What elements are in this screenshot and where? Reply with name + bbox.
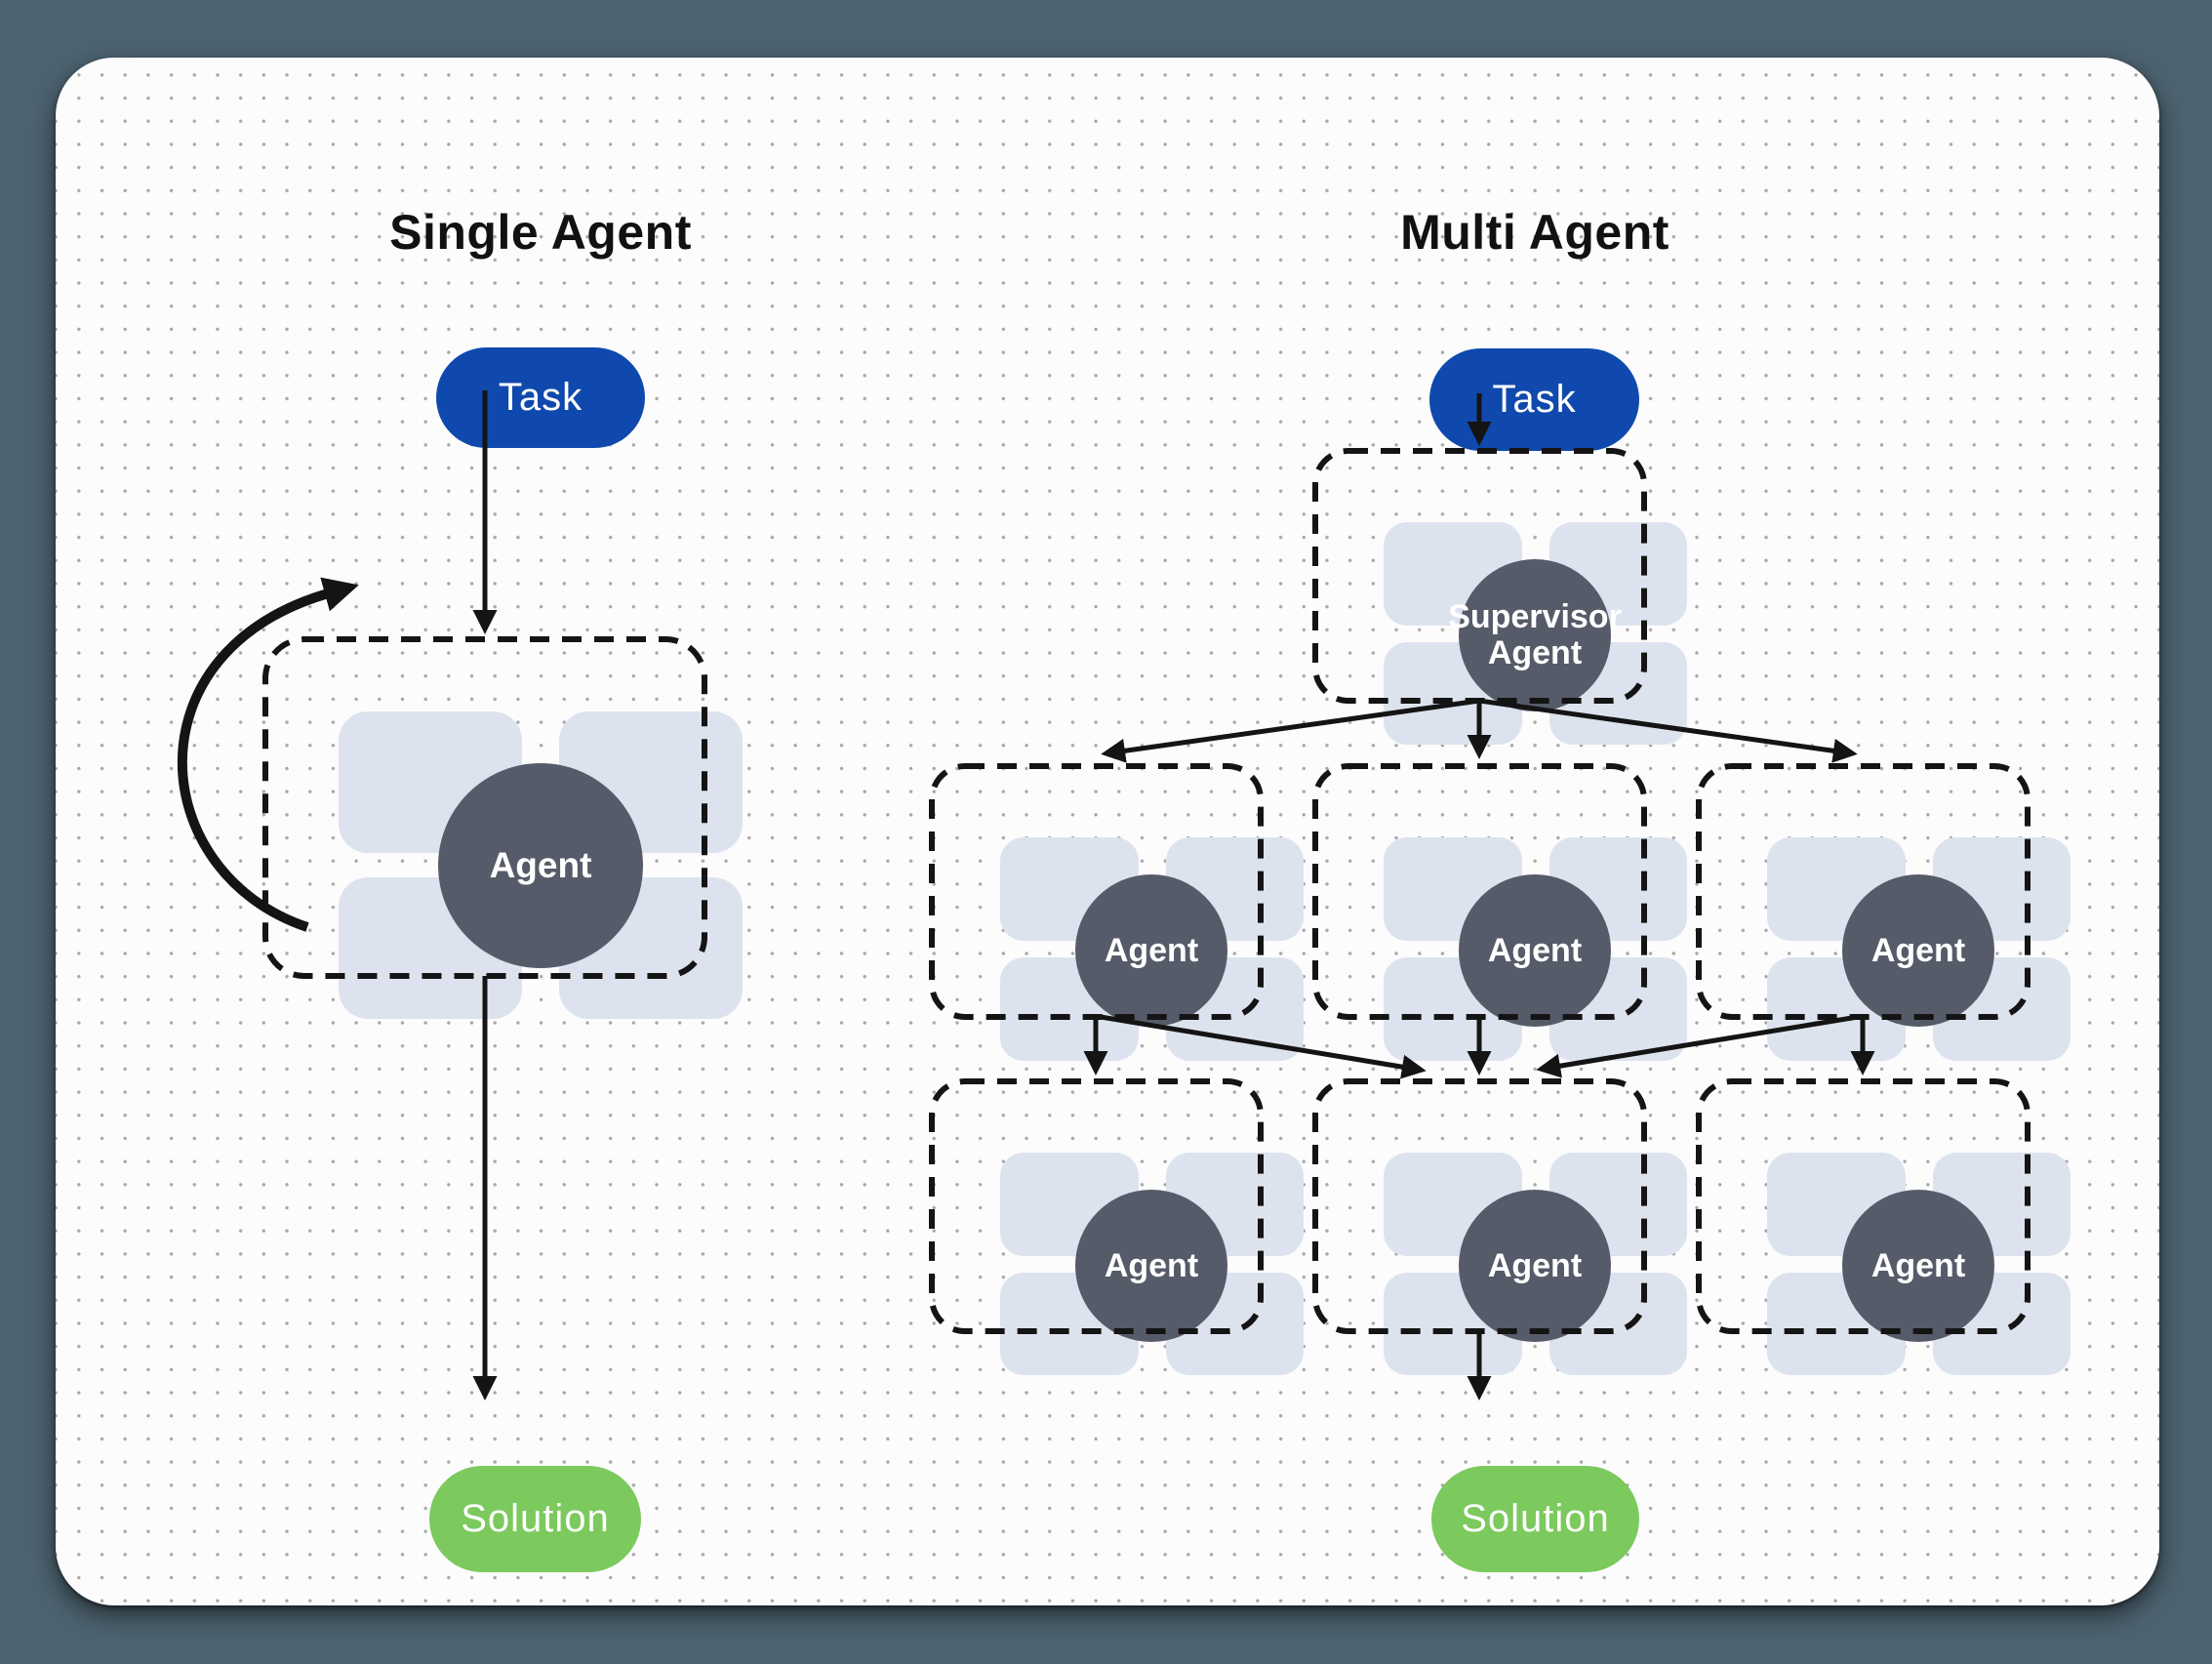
supervisor-agent-circle: Supervisor Agent <box>1448 559 1622 711</box>
single-agent-title: Single Agent <box>389 205 692 260</box>
solution-node-single: Solution <box>429 1466 641 1572</box>
agent-circle: Agent <box>1842 1190 1994 1342</box>
supervisor-label-line2: Agent <box>1487 634 1583 671</box>
diagram-card: Single Agent Multi Agent Task Agent Solu… <box>56 58 2159 1605</box>
worker-agent-box-r2c1: Agent <box>987 1139 1316 1389</box>
agent-circle: Agent <box>438 763 643 968</box>
agent-label: Agent <box>1104 931 1199 969</box>
worker-agent-box-r2c2: Agent <box>1371 1139 1700 1389</box>
agent-circle: Agent <box>1075 1190 1227 1342</box>
worker-agent-box-r1c3: Agent <box>1754 824 2083 1075</box>
agent-label: Agent <box>1870 1246 1966 1284</box>
single-agent-box: Agent <box>321 697 760 1034</box>
multi-agent-title: Multi Agent <box>1400 205 1669 260</box>
agent-circle: Agent <box>1842 874 1994 1027</box>
agent-label: Agent <box>1487 1246 1583 1284</box>
agent-label: Agent <box>1870 931 1966 969</box>
supervisor-label-line1: Supervisor <box>1448 598 1622 636</box>
worker-agent-box-r1c1: Agent <box>987 824 1316 1075</box>
worker-agent-box-r1c2: Agent <box>1371 824 1700 1075</box>
agent-circle: Agent <box>1459 874 1611 1027</box>
task-node-single: Task <box>436 347 645 448</box>
task-node-multi: Task <box>1429 348 1639 451</box>
solution-node-multi: Solution <box>1431 1466 1639 1572</box>
worker-agent-box-r2c3: Agent <box>1754 1139 2083 1389</box>
supervisor-agent-box: Supervisor Agent <box>1371 508 1700 758</box>
agent-circle: Agent <box>1459 1190 1611 1342</box>
agent-label: Agent <box>1487 931 1583 969</box>
agent-label: Agent <box>489 845 592 886</box>
agent-circle: Agent <box>1075 874 1227 1027</box>
agent-label: Agent <box>1104 1246 1199 1284</box>
